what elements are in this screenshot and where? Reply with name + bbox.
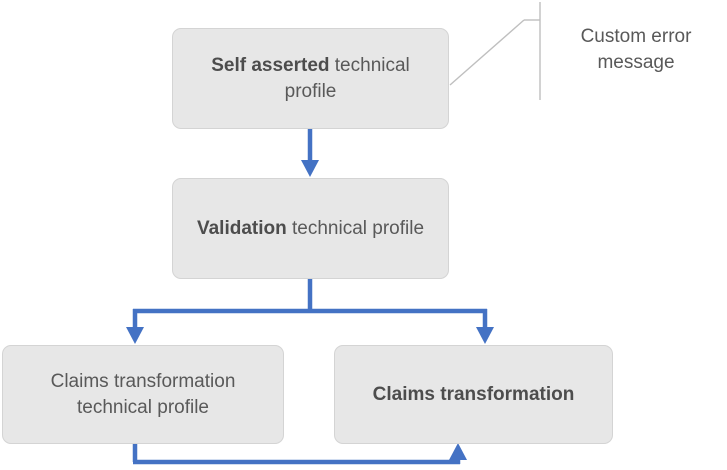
node-label: Validation technical profile xyxy=(173,216,448,241)
node-claims-transformation[interactable]: Claims transformation xyxy=(334,345,613,444)
connector-claims-feedback-loop xyxy=(132,443,467,465)
node-label-bold: Validation xyxy=(196,217,287,239)
node-label-plain: technical profile xyxy=(284,55,410,102)
node-label: Claims transformation technical profile xyxy=(50,371,236,418)
node-label: Claims transformation xyxy=(372,383,575,405)
connector-self-asserted-to-validation xyxy=(301,129,319,177)
node-claims-transformation-technical-profile[interactable]: Claims transformation technical profile xyxy=(2,345,284,444)
node-label-plain: technical profile xyxy=(286,217,425,239)
node-validation-technical-profile[interactable]: Validation technical profile xyxy=(172,178,449,279)
callout-leader-lines xyxy=(449,2,541,100)
connector-validation-split xyxy=(126,279,494,344)
node-self-asserted-technical-profile[interactable]: Self asserted technical profile xyxy=(172,28,449,129)
node-label: Self asserted technical profile xyxy=(173,53,448,103)
node-label-bold: Self asserted xyxy=(211,55,330,77)
callout-custom-error-message: Custom error message xyxy=(580,26,692,73)
